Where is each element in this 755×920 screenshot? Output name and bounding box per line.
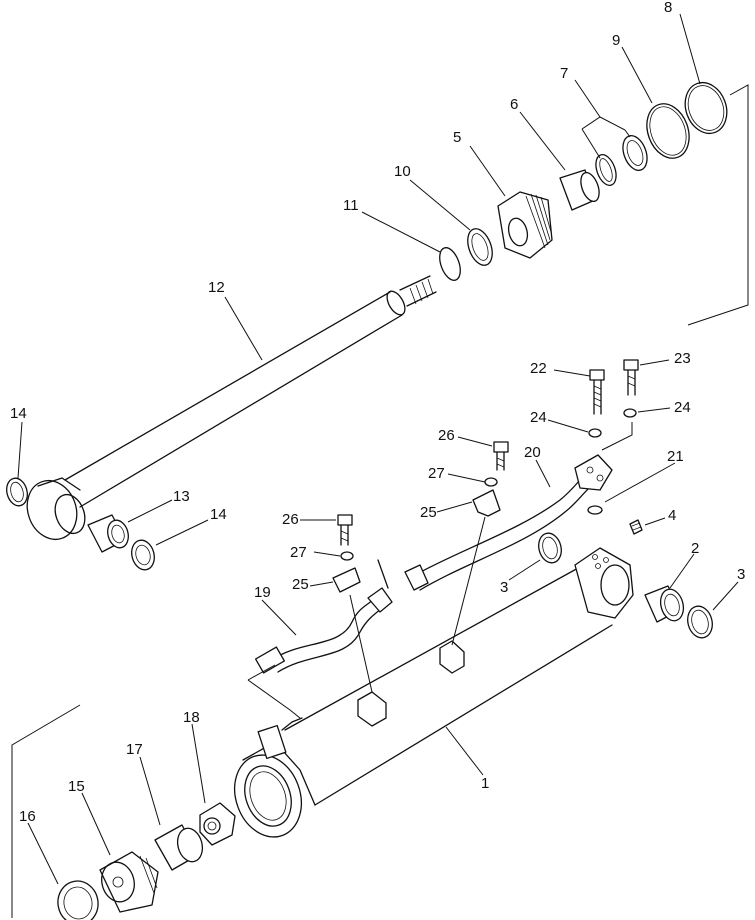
callout-part-19: 19 <box>254 584 271 601</box>
callout-part-26: 26 <box>282 511 299 528</box>
callouts: 1 2 3 3 4 5 6 7 8 9 10 11 12 13 14 14 15… <box>10 0 745 825</box>
callout-part-15: 15 <box>68 778 85 795</box>
cylinder-head-parts <box>57 802 236 920</box>
callout-part-5: 5 <box>453 129 461 146</box>
callout-part-21: 21 <box>667 448 684 465</box>
callout-part-20: 20 <box>524 444 541 461</box>
piston-rod <box>26 275 437 541</box>
callout-part-11: 11 <box>343 197 359 214</box>
callout-part-13: 13 <box>173 488 190 505</box>
callout-part-24: 24 <box>674 399 691 416</box>
seal-rings <box>6 81 728 639</box>
cylinder-tube <box>234 547 634 838</box>
callout-part-3: 3 <box>737 566 745 583</box>
leader-lines <box>17 13 739 885</box>
callout-part-8: 8 <box>664 0 672 16</box>
callout-part-12: 12 <box>208 279 225 296</box>
piston <box>497 191 553 259</box>
fasteners <box>337 359 643 561</box>
callout-part-14: 14 <box>210 506 227 523</box>
callout-part-9: 9 <box>612 32 620 49</box>
boundary-lines <box>11 84 749 918</box>
callout-part-18: 18 <box>183 709 200 726</box>
hydraulic-tubes <box>254 454 613 674</box>
callout-part-7: 7 <box>560 65 568 82</box>
callout-part-2: 2 <box>691 540 699 557</box>
callout-part-25: 25 <box>420 504 437 521</box>
callout-part-10: 10 <box>394 163 411 180</box>
callout-part-27: 27 <box>290 544 307 561</box>
callout-part-6: 6 <box>510 96 518 113</box>
callout-part-3: 3 <box>500 579 508 596</box>
callout-part-17: 17 <box>126 741 143 758</box>
callout-part-4: 4 <box>668 507 676 524</box>
callout-part-27: 27 <box>428 465 445 482</box>
callout-part-24: 24 <box>530 409 547 426</box>
callout-part-16: 16 <box>19 808 36 825</box>
callout-part-1: 1 <box>481 775 489 792</box>
callout-part-22: 22 <box>530 360 547 377</box>
callout-part-26: 26 <box>438 427 455 444</box>
callout-part-25: 25 <box>292 576 309 593</box>
callout-part-14: 14 <box>10 405 27 422</box>
callout-part-23: 23 <box>674 350 691 367</box>
